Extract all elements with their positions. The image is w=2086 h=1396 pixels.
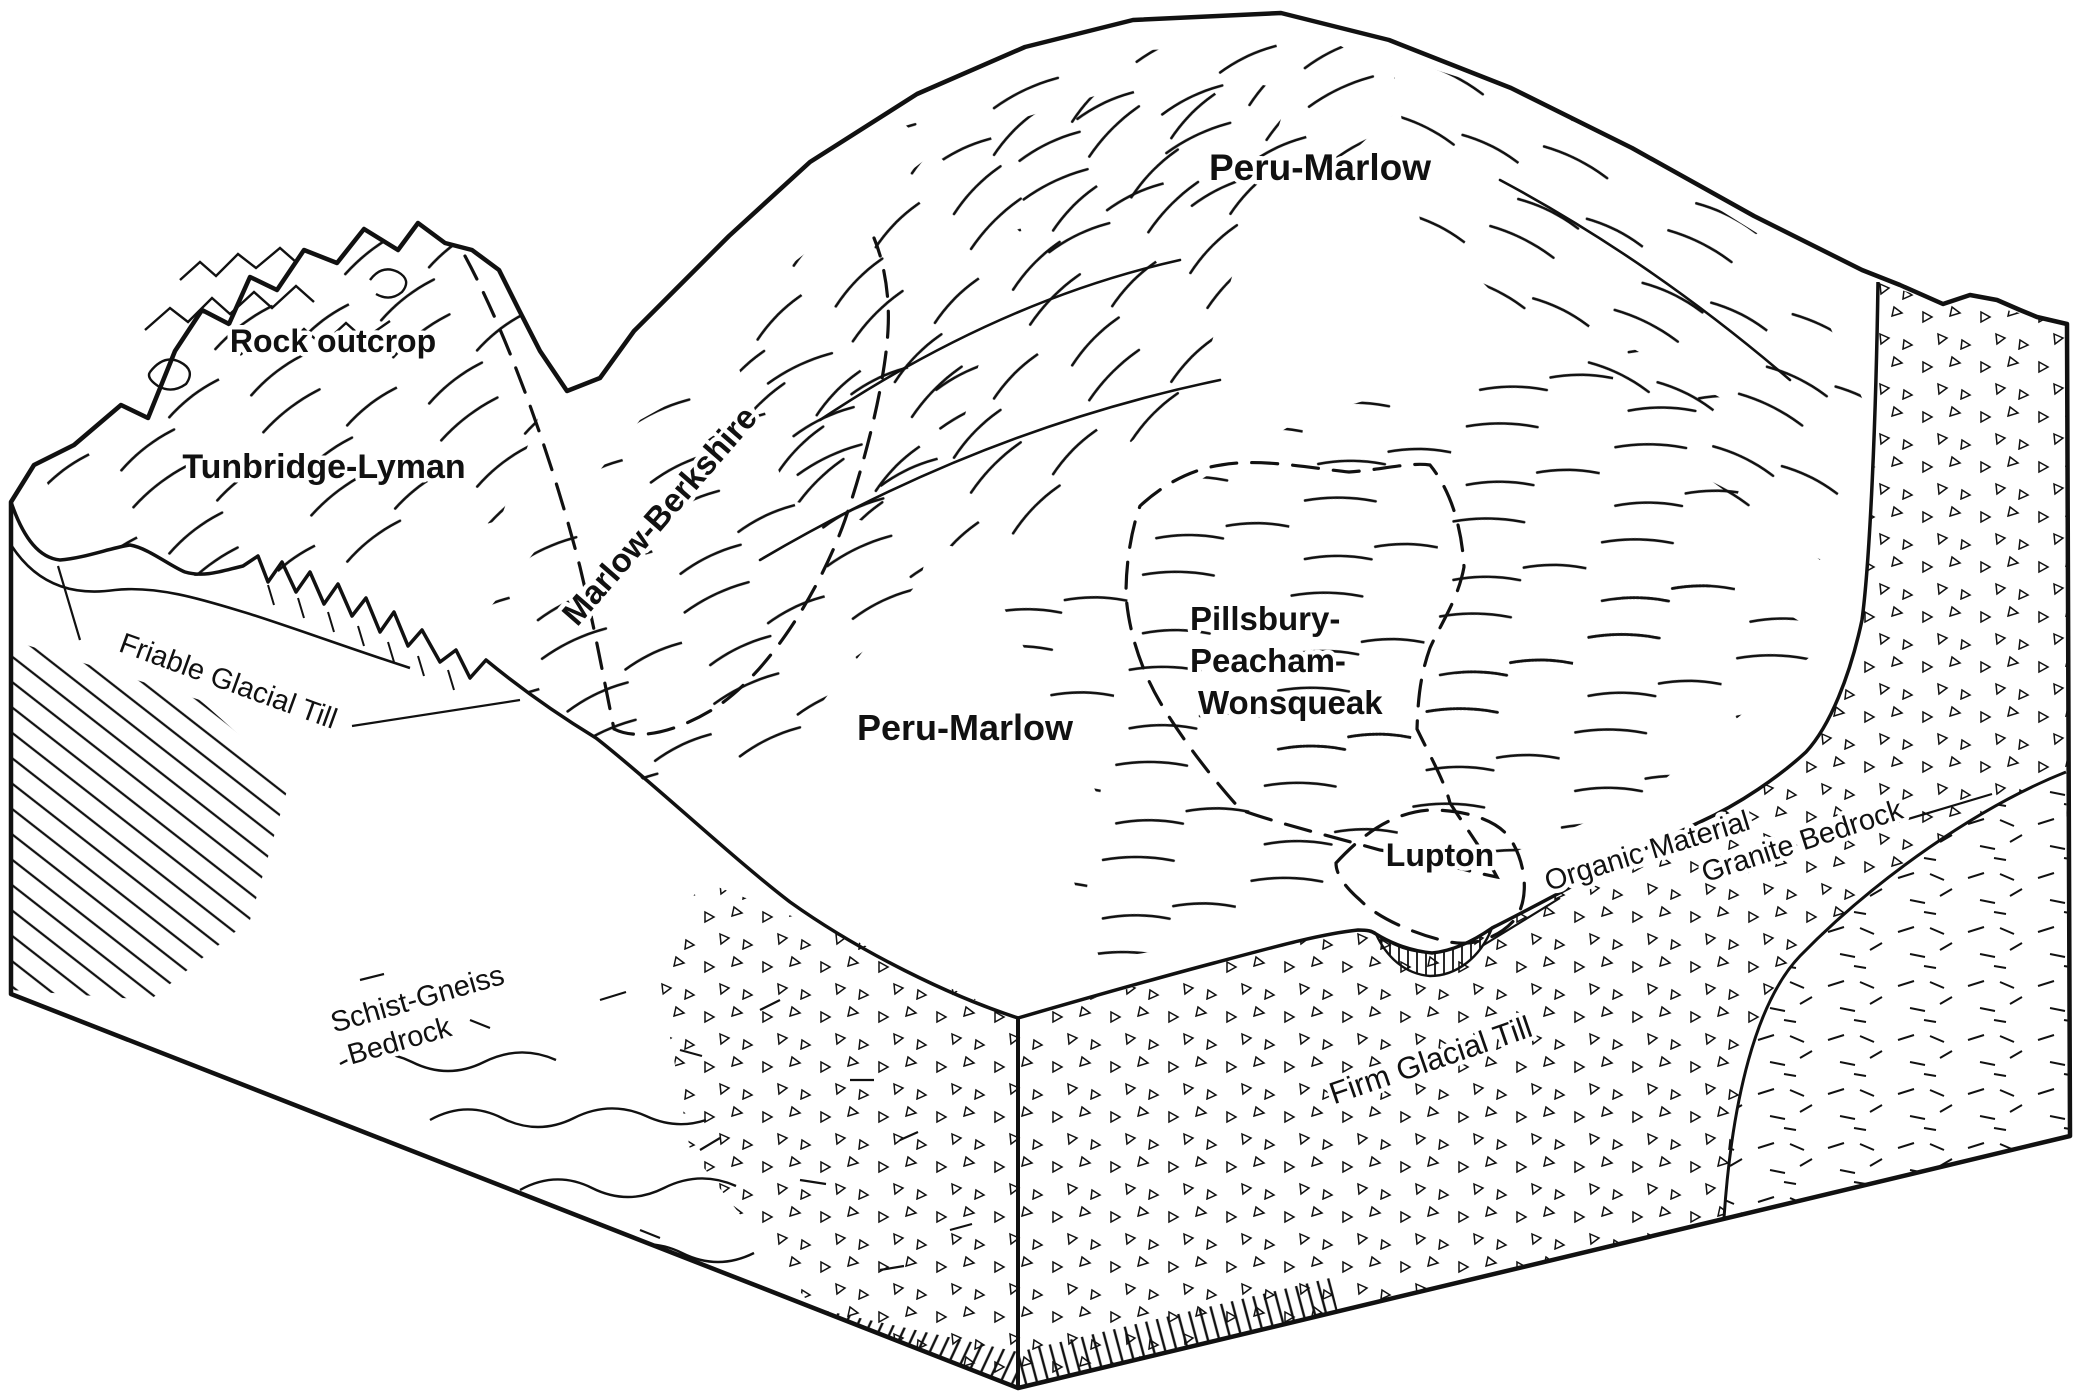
left-face-till-stipple [660, 880, 1018, 1385]
debris-marks [359, 972, 973, 1272]
friable-till-leader [56, 565, 521, 728]
lupton-boundary [1334, 808, 1526, 945]
long-contour-strokes [758, 178, 1792, 562]
surface-hachures [40, 40, 1872, 960]
friable-till-layer-line [11, 544, 411, 670]
label-pillsbury-line2: Peacham- [1190, 642, 1346, 679]
label-rock-outcrop: Rock outcrop [230, 323, 436, 359]
label-lupton: Lupton [1386, 837, 1494, 873]
rock-outcrop-marks [144, 246, 408, 391]
block-outline [8, 10, 2073, 1391]
bottom-band-right [1018, 1278, 1338, 1388]
granite-boundary-line [1722, 770, 2067, 1219]
label-peru-marlow-upper: Peru-Marlow [1209, 147, 1431, 188]
pillsbury-boundary [1124, 460, 1500, 880]
surface-fold-left [9, 501, 1019, 1020]
label-peru-marlow-lower: Peru-Marlow [857, 707, 1074, 748]
granite-bedrock-texture [1724, 772, 2070, 1218]
organic-material-leader [1481, 897, 1561, 947]
granite-bedrock-leader [1897, 792, 1993, 824]
label-pillsbury-line3: Wonsqueak [1198, 684, 1383, 721]
schist-hatch-area [11, 640, 290, 1000]
label-pillsbury-line1: Pillsbury- [1190, 600, 1340, 637]
marlow-berkshire-boundary [463, 236, 890, 736]
surface-fold-right [1017, 281, 1880, 1020]
organic-material-lens [1373, 924, 1495, 978]
cliff-ticks [267, 584, 455, 691]
label-tunbridge-lyman: Tunbridge-Lyman [182, 448, 465, 486]
